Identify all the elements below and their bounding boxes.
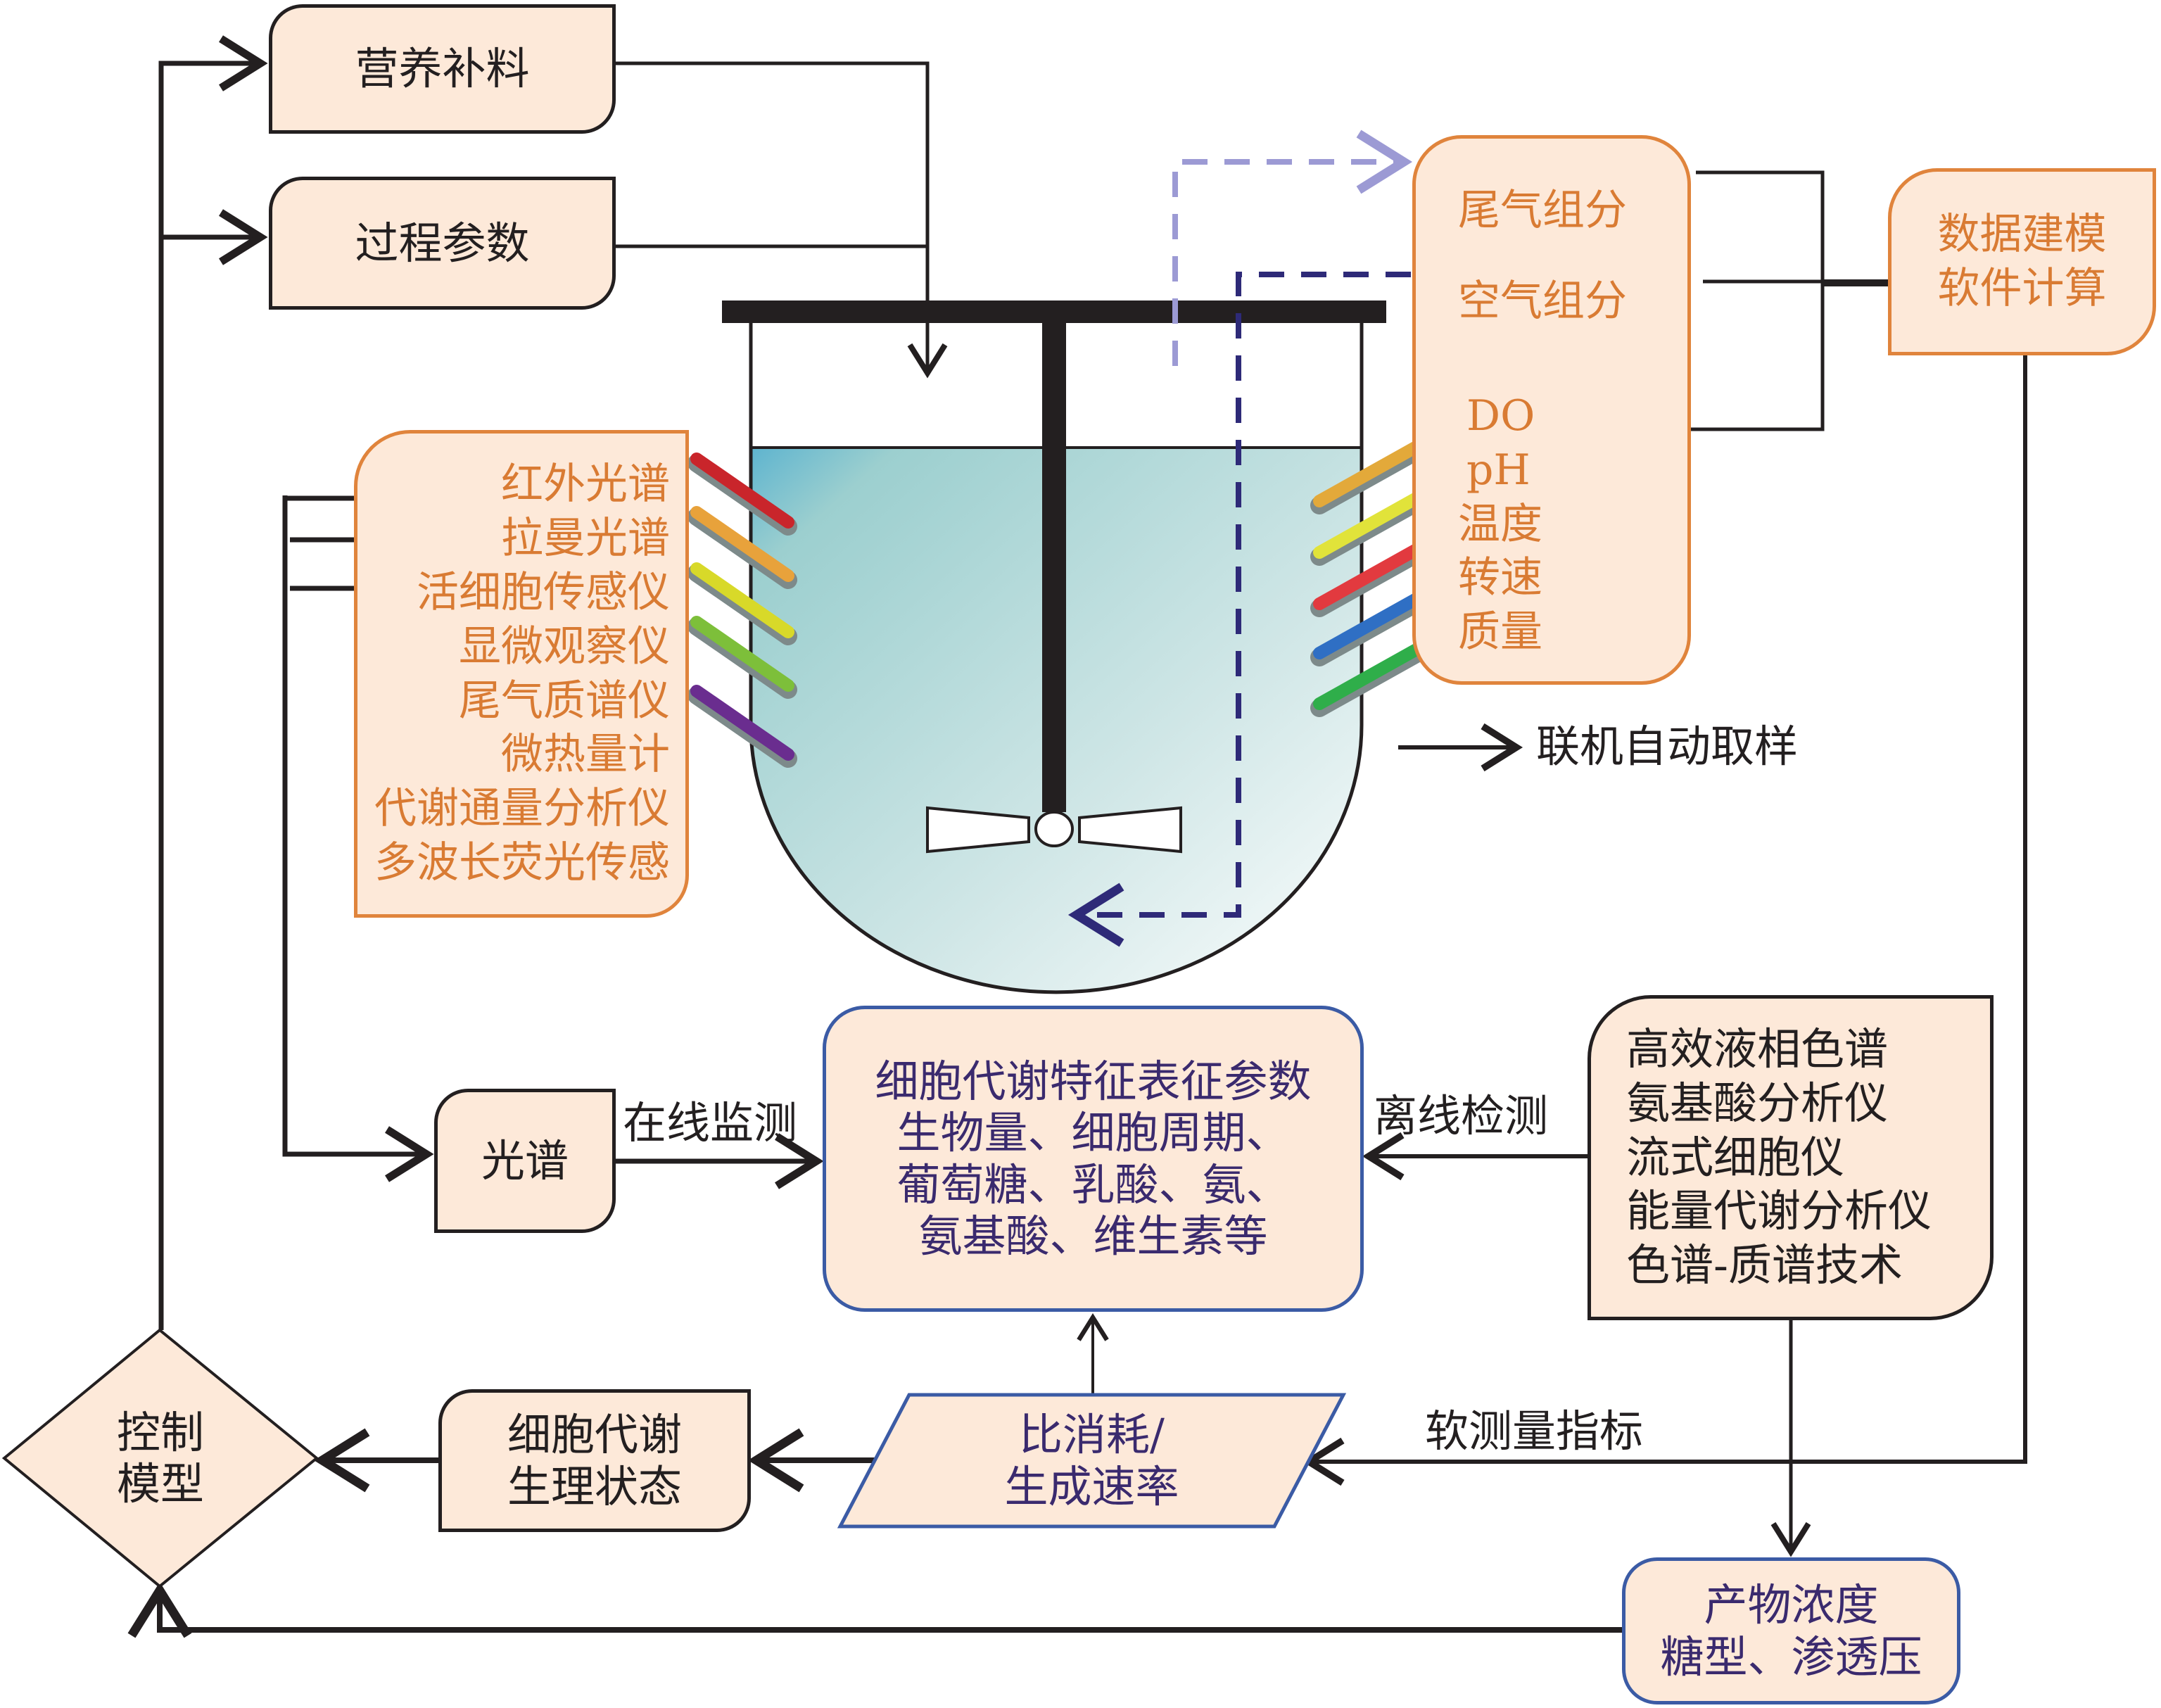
product-to-control-arrow <box>127 1581 1622 1638</box>
sensor-probe <box>690 562 794 638</box>
cell-params-line-2: 生物量、细胞周期、 <box>896 1107 1290 1159</box>
offline-instrument-item: 氨基酸分析仪 <box>1626 1077 1889 1129</box>
online-monitoring-label: 在线监测 <box>623 1097 798 1149</box>
cell-params-box[interactable]: 细胞代谢特征表征参数 生物量、细胞周期、 葡萄糖、乳酸、氨、 氨基酸、维生素等 <box>823 1006 1364 1312</box>
gas-component-item: 尾气组分 <box>1458 186 1627 235</box>
reactor-lid <box>722 301 1386 323</box>
sensor-probe <box>1313 541 1426 610</box>
gas-component-item: 空气组分 <box>1458 277 1627 326</box>
product-box[interactable]: 产物浓度 糖型、渗透压 <box>1622 1557 1960 1704</box>
control-model-diamond <box>1 1328 319 1588</box>
offline-instrument-item: 能量代谢分析仪 <box>1626 1185 1932 1237</box>
process-sensor-item: 转速 <box>1458 553 1542 603</box>
inline-sensor-item: 红外光谱 <box>501 460 670 510</box>
process-probes <box>1310 438 1429 717</box>
offline-instrument-item: 高效液相色谱 <box>1626 1023 1889 1075</box>
rate-line-1: 比消耗/ <box>1019 1409 1165 1461</box>
inline-sensor-item: 活细胞传感仪 <box>417 567 670 617</box>
feedback-loop-left <box>158 35 268 1330</box>
sensor-probe <box>690 616 794 692</box>
air-inlet-line <box>1067 272 1411 947</box>
feed-into-reactor-line <box>616 61 948 379</box>
cell-params-line-4: 氨基酸、维生素等 <box>918 1210 1268 1262</box>
reactor-wall <box>749 320 1364 994</box>
spectrum-box[interactable]: 光谱 <box>434 1089 616 1233</box>
physio-line-2: 生理状态 <box>507 1460 682 1512</box>
inline-sensor-item: 微热量计 <box>501 730 670 780</box>
sensor-probe <box>1313 641 1426 710</box>
sensor-probe <box>690 453 794 529</box>
process-params-box[interactable]: 过程参数 <box>269 177 616 310</box>
offline-detection-label: 离线检测 <box>1374 1090 1549 1141</box>
gas-lines <box>1067 129 1413 947</box>
process-sensor-item: DO <box>1466 391 1535 441</box>
modeling-to-rate-line <box>1302 355 2027 1486</box>
stirrer-shaft <box>1042 320 1066 812</box>
offline-instrument-list: 高效液相色谱氨基酸分析仪流式细胞仪能量代谢分析仪色谱-质谱技术 <box>1626 1023 1932 1293</box>
impeller-blade-left <box>926 806 1030 854</box>
nutrient-feed-box[interactable]: 营养补料 <box>269 4 616 134</box>
inline-sensor-list: 红外光谱拉曼光谱活细胞传感仪显微观察仪尾气质谱仪微热量计代谢通量分析仪多波长荧光… <box>374 457 670 890</box>
process-sensor-item: pH <box>1466 445 1531 495</box>
gas-component-list: 尾气组分空气组分 <box>1458 165 1627 347</box>
control-line-1: 控制 <box>116 1406 204 1458</box>
process-params-label: 过程参数 <box>355 217 530 269</box>
product-line-1: 产物浓度 <box>1704 1579 1879 1631</box>
impeller-blade-right <box>1078 806 1182 854</box>
cell-params-line-3: 葡萄糖、乳酸、氨、 <box>896 1158 1290 1210</box>
rate-parallelogram <box>837 1393 1347 1529</box>
sensor-probe <box>690 685 794 761</box>
control-model-label[interactable]: 控制 模型 <box>4 1330 317 1586</box>
rate-label: 比消耗/ 生成速率 <box>840 1395 1343 1526</box>
inline-sensor-item: 显微观察仪 <box>459 621 670 671</box>
spectrum-label: 光谱 <box>481 1134 569 1187</box>
process-sensor-item: 温度 <box>1458 499 1542 549</box>
soft-sensor-label: 软测量指标 <box>1425 1405 1644 1457</box>
rate-line-2: 生成速率 <box>1004 1460 1179 1512</box>
sensor-to-spectrum-line <box>282 495 434 1182</box>
sensor-probe <box>690 506 794 582</box>
bioreactor-vessel <box>722 301 1386 994</box>
process-sensor-item: 质量 <box>1458 607 1542 657</box>
inline-sensor-item: 尾气质谱仪 <box>459 676 670 726</box>
inline-sensor-box[interactable]: 红外光谱拉曼光谱活细胞传感仪显微观察仪尾气质谱仪微热量计代谢通量分析仪多波长荧光… <box>354 430 689 918</box>
modeling-line-2: 软件计算 <box>1937 264 2107 313</box>
sensors-to-modeling-line <box>1689 170 1888 431</box>
offline-instrument-item: 色谱-质谱技术 <box>1626 1239 1903 1291</box>
sensor-probe <box>1313 438 1426 507</box>
physio-line-1: 细胞代谢 <box>507 1409 682 1461</box>
physio-state-box[interactable]: 细胞代谢 生理状态 <box>438 1389 751 1532</box>
exhaust-gas-line <box>1172 129 1413 366</box>
product-line-2: 糖型、渗透压 <box>1660 1631 1922 1683</box>
impeller-hub <box>1034 811 1074 847</box>
offline-instruments-box[interactable]: 高效液相色谱氨基酸分析仪流式细胞仪能量代谢分析仪色谱-质谱技术 <box>1588 995 1994 1320</box>
nutrient-feed-label: 营养补料 <box>355 43 530 95</box>
sensor-probe <box>1313 590 1426 659</box>
modeling-line-1: 数据建模 <box>1937 210 2107 260</box>
cell-params-title: 细胞代谢特征表征参数 <box>875 1056 1312 1108</box>
inline-sensor-item: 代谢通量分析仪 <box>374 784 670 834</box>
offline-instrument-item: 流式细胞仪 <box>1626 1131 1845 1183</box>
control-line-2: 模型 <box>116 1458 204 1510</box>
data-modeling-box[interactable]: 数据建模 软件计算 <box>1888 168 2156 355</box>
sensor-probe <box>1313 490 1426 559</box>
inline-probes <box>687 453 797 768</box>
inline-sensor-item: 多波长荧光传感 <box>374 837 670 887</box>
online-sampling-label: 联机自动取样 <box>1536 721 1799 772</box>
inline-sensor-item: 拉曼光谱 <box>501 514 670 564</box>
